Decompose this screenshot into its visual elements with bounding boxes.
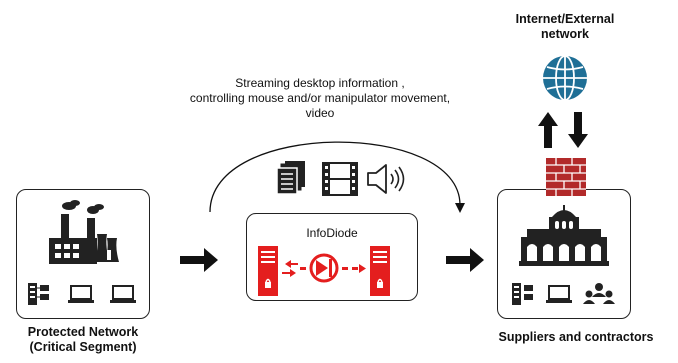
- film-icon: [322, 162, 358, 196]
- arrow-right-icon: [180, 248, 218, 272]
- infodiode-title: InfoDiode: [306, 226, 358, 240]
- speaker-icon: [367, 164, 405, 194]
- bidirectional-arrows-icon: [538, 112, 588, 148]
- laptop-icon: [546, 285, 572, 303]
- stream-description-line1: Streaming desktop information ,: [235, 76, 405, 90]
- data-diode-icon: [258, 246, 390, 296]
- suppliers-label: Suppliers and contractors: [498, 330, 654, 344]
- laptop-icon: [110, 285, 136, 303]
- stream-description: Streaming desktop information , controll…: [150, 76, 490, 121]
- firewall-icon: [546, 158, 586, 196]
- building-icon: [519, 205, 609, 266]
- server-workstation-icon: [28, 283, 49, 305]
- laptop-icon: [68, 285, 94, 303]
- internet-label-line2: network: [541, 27, 589, 41]
- server-workstation-icon: [512, 283, 533, 305]
- internet-label: Internet/External network: [495, 12, 635, 42]
- documents-icon: [276, 161, 305, 195]
- users-group-icon: [583, 283, 615, 304]
- stream-description-line2: controlling mouse and/or manipulator mov…: [189, 91, 451, 105]
- stream-description-line3: video: [305, 106, 335, 120]
- protected-network-line1: Protected Network: [27, 325, 139, 339]
- arrow-right-icon: [446, 248, 484, 272]
- internet-label-line1: Internet/External: [515, 12, 615, 26]
- factory-icon: [49, 200, 119, 264]
- protected-network-line2: (Critical Segment): [29, 340, 137, 354]
- protected-network-label: Protected Network (Critical Segment): [8, 325, 158, 355]
- globe-icon: [543, 55, 587, 101]
